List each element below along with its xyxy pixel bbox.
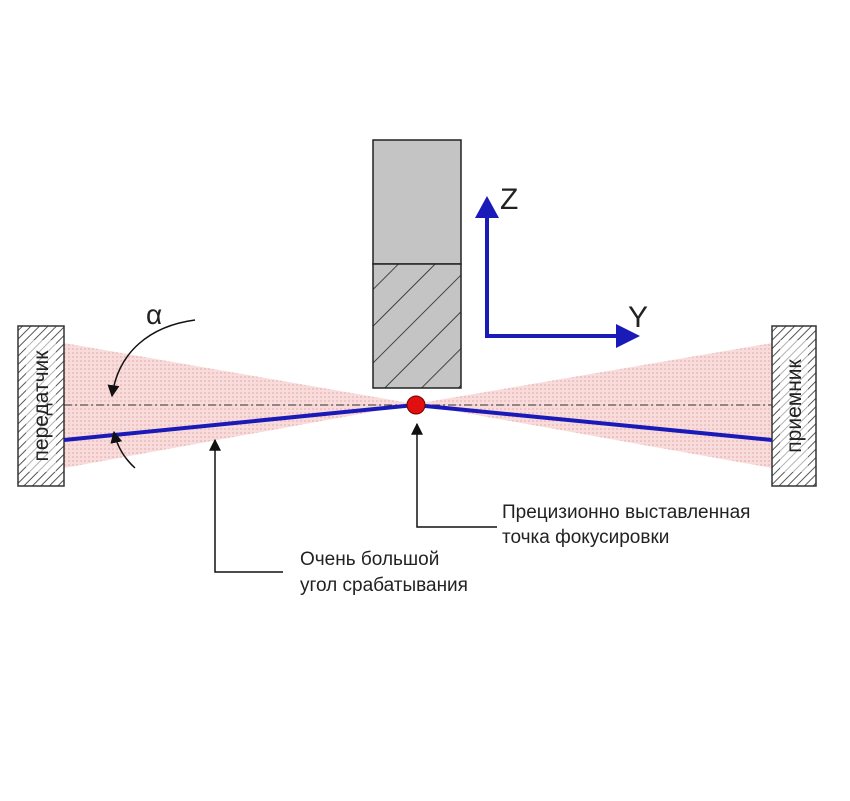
angle-alpha-label: α — [146, 299, 162, 330]
angle-arc-lower — [110, 430, 136, 469]
coordinate-axes: Z Y — [475, 183, 648, 348]
tool-shank — [372, 139, 462, 265]
axis-z-label: Z — [500, 183, 518, 216]
focus-callout-leader — [411, 422, 497, 528]
trigger-callout-line2: угол срабатывания — [300, 575, 468, 596]
axis-y-label: Y — [628, 301, 648, 334]
z-arrow-head — [475, 196, 499, 218]
focus-callout-line2: точка фокусировки — [502, 527, 669, 548]
trigger-angle-callout: Очень большой угол срабатывания — [209, 438, 468, 596]
transmitter-label: передатчик — [30, 350, 53, 462]
receiver-label: приемник — [783, 358, 806, 452]
angle-arc-upper — [107, 319, 196, 398]
focus-point-callout: Прецизионно выставленная точка фокусиров… — [411, 422, 750, 548]
focus-callout-line1: Прецизионно выставленная — [502, 502, 750, 523]
trigger-callout-leader — [209, 438, 283, 573]
y-arrow-head — [616, 324, 640, 348]
angle-indicator: α — [107, 299, 196, 469]
transmitter-light-cone — [64, 343, 415, 468]
focus-point-marker — [406, 395, 426, 415]
trigger-callout-line1: Очень большой — [300, 549, 439, 570]
tool-cutting-part — [372, 263, 462, 389]
